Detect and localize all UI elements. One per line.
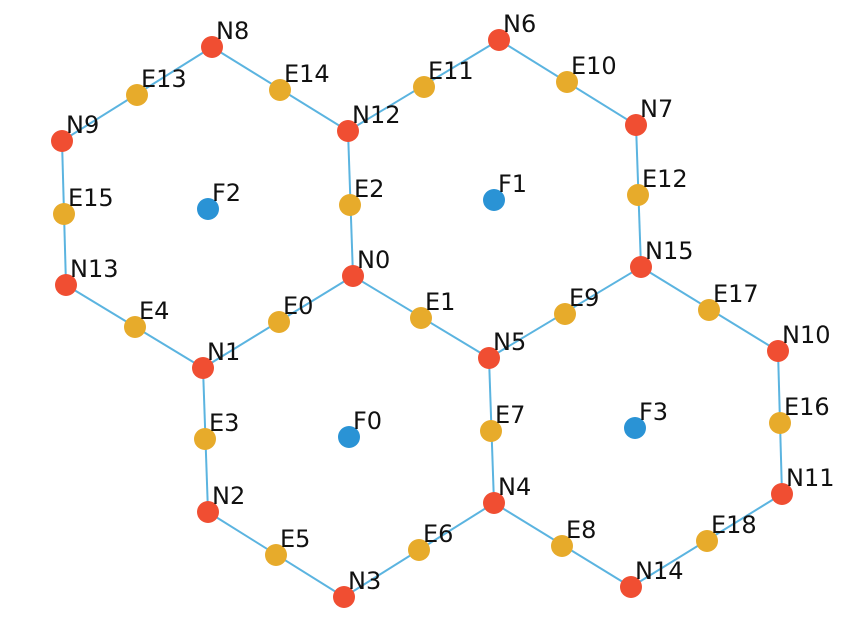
edge-point-e11 [413,76,435,98]
edge-point-e14 [269,79,291,101]
edge-point-e16 [769,412,791,434]
edge-point-e8 [551,535,573,557]
edge-point-e18 [696,530,718,552]
node-label-n12: N12 [352,101,401,129]
edge-point-e3 [194,428,216,450]
face-point-f2 [197,198,219,220]
edge-label-e3: E3 [209,409,239,437]
edge-label-e9: E9 [569,284,599,312]
node-point-n1 [192,357,214,379]
edge-label-e13: E13 [141,65,187,93]
node-points [51,29,793,608]
node-label-n13: N13 [70,255,119,283]
face-point-f1 [483,189,505,211]
node-point-n4 [483,492,505,514]
node-label-n11: N11 [786,464,835,492]
node-label-n9: N9 [66,111,99,139]
edge-point-e7 [480,420,502,442]
edge-point-e0 [268,311,290,333]
node-point-n8 [201,36,223,58]
node-label-n14: N14 [635,557,684,585]
face-label-f2: F2 [212,179,241,207]
node-label-n1: N1 [207,338,240,366]
edge-point-e10 [556,71,578,93]
edge-point-e17 [698,299,720,321]
node-label-n7: N7 [640,95,673,123]
face-points [197,189,646,448]
edge-label-e15: E15 [68,184,114,212]
node-point-n5 [478,347,500,369]
face-label-f3: F3 [639,398,668,426]
edge-label-e11: E11 [428,57,474,85]
edge-label-e7: E7 [495,401,525,429]
edge-point-e9 [554,303,576,325]
node-point-n9 [51,130,73,152]
edge-label-e5: E5 [280,525,310,553]
node-label-n4: N4 [498,473,531,501]
face-point-f3 [624,417,646,439]
node-point-n7 [625,114,647,136]
edge-label-e8: E8 [566,516,596,544]
node-point-n15 [630,256,652,278]
node-label-n6: N6 [503,10,536,38]
edge-label-e16: E16 [784,393,830,421]
face-label-f0: F0 [353,407,382,435]
node-point-n3 [333,586,355,608]
edge-point-e2 [339,194,361,216]
edge-label-e18: E18 [711,511,757,539]
node-point-n12 [337,120,359,142]
edge-label-e12: E12 [642,165,688,193]
face-label-f1: F1 [498,170,527,198]
node-label-n5: N5 [493,328,526,356]
node-point-n6 [488,29,510,51]
node-point-n0 [342,265,364,287]
node-point-n10 [767,340,789,362]
face-point-f0 [338,426,360,448]
node-label-n0: N0 [357,246,390,274]
node-point-n14 [620,576,642,598]
node-label-n2: N2 [212,482,245,510]
edge-point-e6 [408,539,430,561]
node-label-n8: N8 [216,17,249,45]
edge-label-e6: E6 [423,520,453,548]
node-point-n11 [771,483,793,505]
node-point-n13 [55,274,77,296]
edge-label-e0: E0 [283,292,313,320]
node-label-n3: N3 [348,567,381,595]
edge-point-e1 [410,307,432,329]
node-point-n2 [197,501,219,523]
edge-label-e1: E1 [425,288,455,316]
edge-label-e10: E10 [571,52,617,80]
edge-label-e14: E14 [284,60,330,88]
node-label-n15: N15 [645,237,694,265]
edge-point-e13 [126,84,148,106]
edge-label-e4: E4 [139,297,169,325]
edge-label-e2: E2 [354,175,384,203]
edge-label-e17: E17 [713,280,759,308]
edge-point-e12 [627,184,649,206]
edge-point-e15 [53,203,75,225]
edge-point-e4 [124,316,146,338]
edge-points [53,71,791,566]
node-label-n10: N10 [782,321,831,349]
edge-point-e5 [265,544,287,566]
